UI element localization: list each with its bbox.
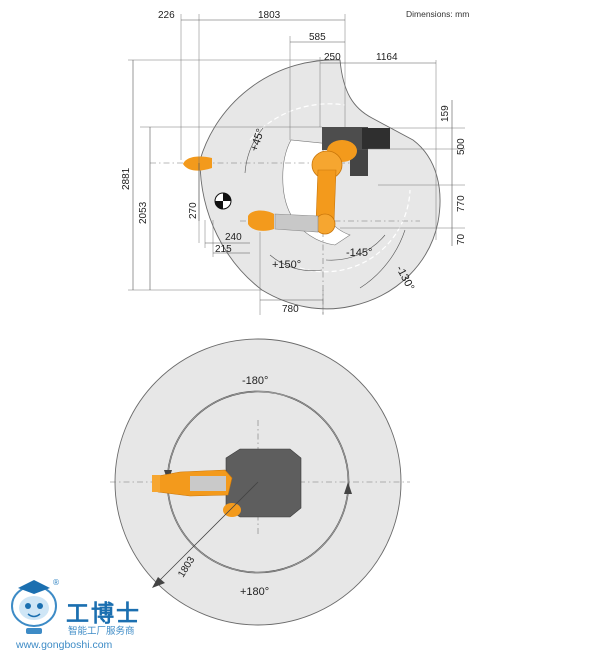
rotation-arc-minus180 xyxy=(167,391,349,483)
angle-plus150-label: +150° xyxy=(272,259,301,271)
angle-minus180-label: -180° xyxy=(242,375,268,387)
angle-minus145-label: -145° xyxy=(346,247,372,259)
dim-1164-label: 1164 xyxy=(376,52,398,63)
top-view: -180° +180° 1803 xyxy=(110,338,410,626)
dim-70-label: 70 xyxy=(456,233,467,245)
dim-780-label: 780 xyxy=(282,304,299,315)
registered-mark: ® xyxy=(52,578,60,587)
dim-215-label: 215 xyxy=(215,244,232,255)
dim-2881-label: 2881 xyxy=(121,167,132,190)
angle-plus180-label: +180° xyxy=(240,586,269,598)
watermark-logo: ® 工博士 智能工厂服务商 www.gongboshi.com xyxy=(8,576,158,654)
mascot-icon xyxy=(11,580,57,634)
robot-wrist xyxy=(248,210,274,231)
robot-base-plate xyxy=(362,128,390,149)
angle-minus145-arc xyxy=(325,234,386,261)
dim-226-label: 226 xyxy=(158,10,175,21)
brand-tagline: 智能工厂服务商 xyxy=(68,626,135,637)
top-shoulder xyxy=(223,503,241,517)
brand-url: www.gongboshi.com xyxy=(16,639,113,651)
arrow-right xyxy=(344,482,352,494)
angle-minus130-arc xyxy=(359,229,406,289)
dim-2053-label: 2053 xyxy=(138,201,149,224)
tcp-symbol xyxy=(214,192,232,210)
units-note: Dimensions: mm xyxy=(406,9,469,19)
radius-line xyxy=(154,481,259,586)
brand-name: 工博士 xyxy=(66,601,141,627)
top-flange xyxy=(152,475,160,492)
dim-240-label: 240 xyxy=(225,232,242,243)
side-view: Dimensions: mm 226 1803 585 250 1164 288… xyxy=(121,9,469,315)
dim-250-label: 250 xyxy=(324,52,341,63)
radius-arrow xyxy=(152,577,165,588)
robot-forearm xyxy=(274,213,319,233)
angle-plus45-arc xyxy=(244,127,264,174)
dim-500-label: 500 xyxy=(456,138,467,155)
dim-159-label: 159 xyxy=(440,105,451,122)
side-reach-arc-upper xyxy=(249,103,346,141)
dim-770-label: 770 xyxy=(456,195,467,212)
dim-585-label: 585 xyxy=(309,32,326,43)
top-arm-cover xyxy=(190,476,226,491)
dim-1803-label: 1803 xyxy=(258,10,281,21)
dim-270-label: 270 xyxy=(188,202,199,219)
robot-wrist-upper-position xyxy=(183,156,212,171)
angle-plus150-arc xyxy=(269,254,323,271)
rotation-arc-plus180 xyxy=(167,481,349,573)
